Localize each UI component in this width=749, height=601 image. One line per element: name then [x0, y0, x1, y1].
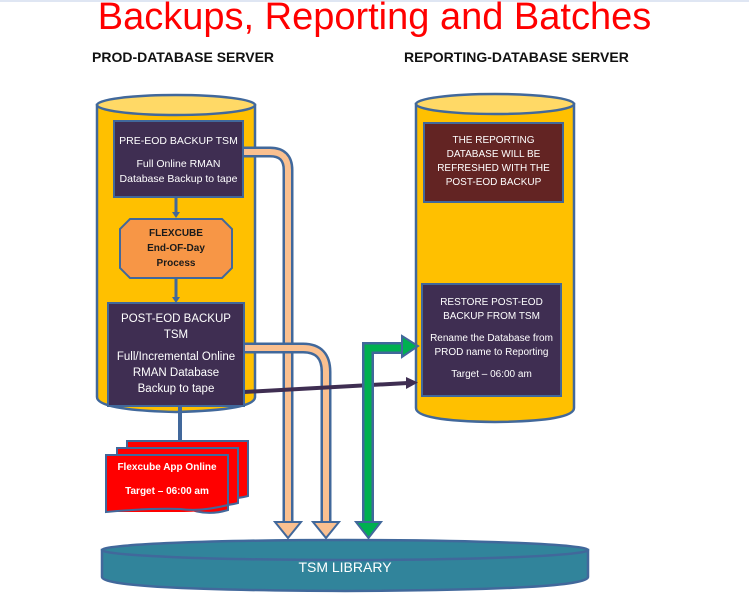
eod-to-post-eod-arrow — [172, 278, 180, 303]
post-eod-line1: POST-EOD BACKUP — [121, 313, 231, 325]
pre-eod-heading: PRE-EOD BACKUP TSM — [119, 135, 238, 147]
post-eod-line5: Backup to tape — [137, 383, 215, 395]
refresh-line2: DATABASE WILL BE — [446, 149, 541, 160]
restore-box-text: RESTORE POST-EOD BACKUP FROM TSM Rename … — [422, 296, 561, 382]
post-eod-backup-box — [107, 302, 245, 407]
restore-line2: BACKUP FROM TSM — [443, 311, 540, 322]
post-eod-to-tsm-pipe — [244, 342, 342, 540]
app-online-text: Flexcube App Online Target – 06:00 am — [106, 460, 228, 499]
post-eod-line3: Full/Incremental Online — [116, 351, 236, 363]
eod-line1: FLEXCUBE — [149, 228, 203, 239]
post-eod-to-restore-arrow — [243, 377, 418, 394]
post-eod-box-text: POST-EOD BACKUP TSM Full/Incremental Onl… — [108, 311, 244, 397]
eod-box-text: FLEXCUBE End-OF-Day Process — [120, 226, 232, 271]
diagram-title: Backups, Reporting and Batches — [97, 0, 652, 38]
restore-line5: Target – 06:00 am — [451, 369, 532, 380]
app-online-multidocument — [105, 440, 249, 514]
pre-eod-line1: Full Online RMAN — [136, 158, 221, 170]
pre-eod-to-eod-arrow — [172, 197, 180, 218]
refresh-line4: POST-EOD BACKUP — [445, 177, 542, 188]
pre-eod-line2: Database Backup to tape — [119, 173, 238, 185]
refresh-line3: REFRESHED WITH THE — [437, 163, 550, 174]
post-eod-line4: RMAN Database — [132, 367, 220, 379]
refresh-note-box — [423, 122, 564, 203]
restore-line3: Rename the Database from — [430, 333, 553, 344]
eod-process-box — [119, 218, 233, 279]
pre-eod-backup-box — [113, 120, 244, 198]
reporting-server-label: REPORTING-DATABASE SERVER — [404, 49, 629, 65]
app-online-line2: Target – 06:00 am — [125, 486, 209, 497]
top-border — [0, 0, 749, 2]
tsm-library-label: TSM LIBRARY — [298, 559, 392, 575]
restore-box — [421, 283, 562, 397]
restore-line4: PROD name to Reporting — [434, 347, 549, 358]
eod-line3: Process — [156, 258, 196, 269]
prod-server-label: PROD-DATABASE SERVER — [92, 49, 275, 65]
app-online-line1: Flexcube App Online — [117, 462, 217, 473]
eod-line2: End-OF-Day — [147, 243, 205, 254]
pre-eod-box-text: PRE-EOD BACKUP TSM Full Online RMAN Data… — [114, 134, 243, 187]
pre-eod-to-tsm-pipe — [243, 146, 304, 540]
tsm-restore-green-pipe — [353, 334, 420, 540]
refresh-line1: THE REPORTING — [452, 135, 535, 146]
tsm-library-cylinder — [100, 538, 590, 593]
refresh-note-text: THE REPORTING DATABASE WILL BE REFRESHED… — [424, 134, 563, 190]
post-eod-line2: TSM — [163, 329, 189, 341]
restore-line1: RESTORE POST-EOD — [440, 297, 543, 308]
